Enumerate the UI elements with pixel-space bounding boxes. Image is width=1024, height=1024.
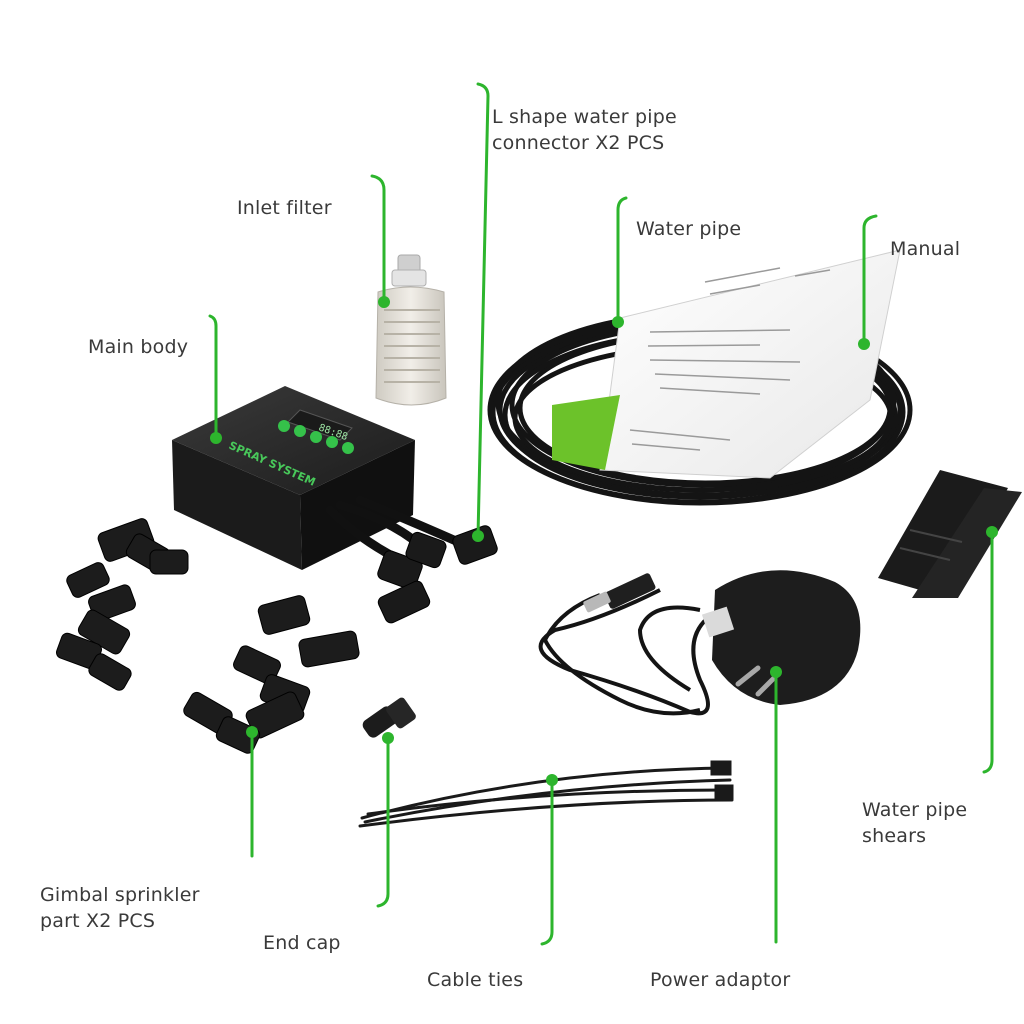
label-end-cap: End cap: [263, 932, 341, 954]
manual: [552, 249, 901, 479]
label-manual: Manual: [890, 238, 961, 260]
power-adaptor: [538, 570, 861, 716]
label-power-adaptor: Power adaptor: [650, 969, 791, 991]
callout-main-body: [208, 314, 218, 438]
label-inlet-filter: Inlet filter: [237, 197, 332, 219]
callout-water-pipe: [616, 196, 628, 324]
callout-l-connector: [476, 82, 490, 538]
label-main-body: Main body: [88, 336, 189, 358]
gimbal-sprinkler-parts: [56, 518, 360, 754]
label-cable-ties: Cable ties: [427, 969, 524, 991]
label-water-pipe: Water pipe: [636, 218, 742, 240]
callout-lines: [208, 82, 994, 946]
callout-manual: [862, 214, 878, 344]
device-buttons: [278, 420, 354, 454]
end-cap: [362, 697, 416, 738]
label-water-pipe-shears: Water pipe shears: [862, 799, 968, 847]
inlet-filter: [375, 254, 447, 406]
label-l-connector: L shape water pipe connector X2 PCS: [492, 106, 677, 154]
callout-inlet-filter: [370, 174, 386, 304]
cable-ties: [358, 760, 734, 828]
water-pipe-shears: [878, 470, 1022, 598]
label-gimbal-sprinkler: Gimbal sprinkler part X2 PCS: [40, 884, 200, 932]
callout-cable-ties: [540, 778, 554, 946]
callout-shears: [982, 530, 994, 774]
callout-end-cap: [376, 738, 390, 908]
callout-dots: [210, 296, 998, 786]
main-body-device: 88:88 SPRAY SYSTEM: [172, 386, 498, 624]
